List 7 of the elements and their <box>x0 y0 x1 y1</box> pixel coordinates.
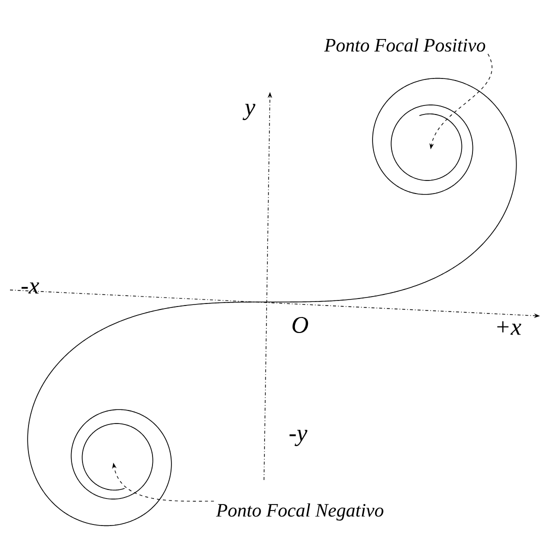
axis-label: -x <box>22 282 40 294</box>
focal-point-label: Ponto Focal Negativo <box>216 503 384 521</box>
axis-label: +x <box>497 321 522 335</box>
focal-point-label: Ponto Focal Positivo <box>324 38 486 52</box>
axis-label: -y <box>290 430 308 446</box>
axis-label: O <box>292 316 308 334</box>
axis-label: y <box>242 104 256 120</box>
